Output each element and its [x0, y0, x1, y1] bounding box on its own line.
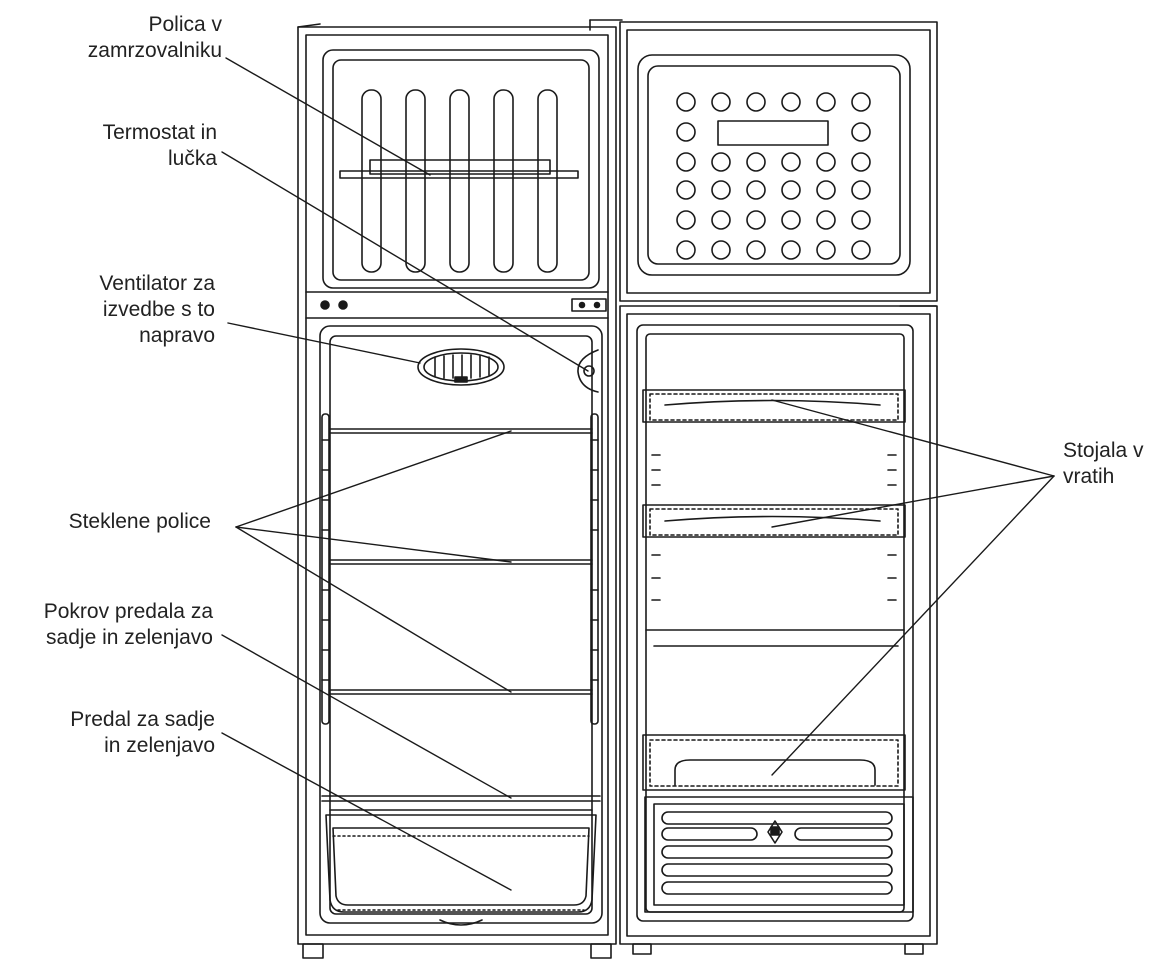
label-glass-shelves: Steklene police — [68, 510, 211, 533]
egg-hole — [746, 240, 766, 260]
freezer-door-egg-holes — [676, 92, 871, 260]
egg-hole — [711, 180, 731, 200]
indicator-light-icon — [320, 300, 330, 310]
leader-glass-shelf-2 — [235, 526, 512, 563]
egg-hole — [851, 92, 871, 112]
egg-hole — [816, 180, 836, 200]
egg-hole — [676, 92, 696, 112]
leader-door-rack-3 — [771, 475, 1055, 776]
leader-glass-shelf-1 — [235, 430, 512, 528]
egg-hole — [816, 210, 836, 230]
leader-door-rack-1 — [771, 399, 1055, 477]
glass-shelf — [329, 689, 593, 695]
egg-hole — [746, 152, 766, 172]
egg-hole — [711, 240, 731, 260]
egg-hole — [676, 210, 696, 230]
door-rack — [642, 504, 906, 601]
egg-hole — [816, 152, 836, 172]
egg-hole — [851, 240, 871, 260]
fridge-compartment — [319, 325, 603, 924]
glass-shelf — [329, 428, 593, 434]
divider-strip — [305, 291, 609, 319]
leader-door-rack-2 — [771, 475, 1055, 528]
leader-freezer-shelf — [225, 57, 431, 176]
hinge-icon — [571, 298, 607, 312]
egg-hole — [711, 92, 731, 112]
egg-hole — [851, 210, 871, 230]
egg-hole — [746, 180, 766, 200]
egg-hole — [851, 122, 871, 142]
egg-hole — [851, 180, 871, 200]
freezer-shelf — [339, 159, 579, 179]
indicator-light-icon — [338, 300, 348, 310]
crisper-cover — [321, 795, 601, 811]
door-rack — [642, 389, 906, 486]
label-fan: Ventilator za izvedbe s to napravo — [99, 272, 215, 347]
fridge-body — [297, 23, 617, 959]
shelf-rails — [321, 413, 599, 725]
egg-hole — [781, 240, 801, 260]
freezer-door — [589, 19, 938, 302]
leader-thermostat — [221, 151, 589, 372]
label-crisper-cover: Pokrov predala za sadje in zelenjavo — [43, 600, 213, 649]
egg-hole — [781, 210, 801, 230]
bottom-grille — [644, 796, 914, 913]
label-freezer-shelf: Polica v zamrzovalniku — [87, 13, 222, 62]
egg-hole — [816, 92, 836, 112]
egg-hole — [676, 122, 696, 142]
egg-hole — [676, 152, 696, 172]
door-rack — [642, 734, 906, 791]
egg-hole — [711, 210, 731, 230]
thermostat-lamp — [577, 349, 599, 393]
label-crisper-drawer: Predal za sadje in zelenjavo — [70, 708, 215, 757]
egg-hole — [851, 152, 871, 172]
egg-hole — [711, 152, 731, 172]
leader-glass-shelf-3 — [235, 526, 512, 693]
crisper-drawer — [325, 814, 597, 926]
egg-hole — [816, 240, 836, 260]
leader-lines — [221, 57, 1055, 891]
egg-hole — [746, 210, 766, 230]
leader-crisper-cover — [221, 634, 512, 799]
label-thermostat-lamp: Termostat in lučka — [102, 121, 217, 170]
egg-hole — [676, 240, 696, 260]
freezer-ribs — [361, 89, 558, 273]
label-door-racks: Stojala v vratih — [1063, 439, 1144, 488]
egg-hole — [781, 92, 801, 112]
glass-shelf — [329, 559, 593, 565]
egg-hole — [746, 92, 766, 112]
egg-hole — [676, 180, 696, 200]
leader-crisper-drawer — [221, 732, 512, 891]
fan-unit — [417, 348, 505, 386]
egg-hole — [781, 152, 801, 172]
egg-hole — [781, 180, 801, 200]
freezer-compartment — [322, 49, 600, 289]
leader-fan — [227, 322, 421, 364]
